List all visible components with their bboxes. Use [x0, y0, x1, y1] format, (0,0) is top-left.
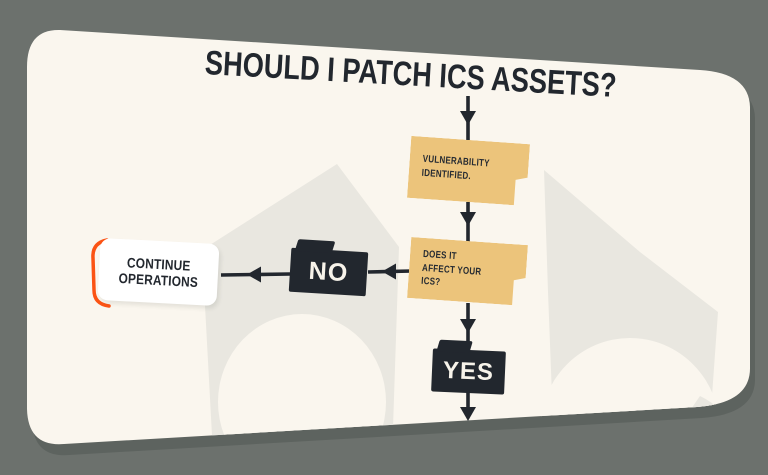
arrow-left-icon: [247, 266, 261, 283]
flow-node-continue-operations: CONTINUE OPERATIONS: [97, 237, 220, 307]
flow-node-does-it-affect-ics: DOES IT AFFECT YOUR ICS?: [407, 237, 528, 306]
flow-node-yes: YES: [431, 339, 506, 395]
flow-node-text: DOES IT AFFECT YOUR ICS?: [421, 248, 483, 293]
arrow-down-icon: [460, 319, 476, 333]
flow-node-text: VULNERABILITY IDENTIFIED.: [421, 153, 490, 185]
watermark-left-cutout: [218, 314, 386, 445]
arrow-left-icon: [382, 263, 396, 280]
yes-label: YES: [442, 356, 495, 386]
no-label: NO: [307, 256, 350, 287]
arrow-down-icon: [460, 111, 476, 125]
arrow-down-icon: [460, 212, 476, 226]
open-bracket-icon: [91, 238, 111, 308]
flow-node-vulnerability-identified: VULNERABILITY IDENTIFIED.: [407, 136, 530, 206]
text-line: OPERATIONS: [117, 269, 199, 291]
arrowheads: [247, 111, 476, 421]
arrow-down-icon: [460, 407, 476, 421]
flow-node-no: NO: [288, 239, 369, 297]
